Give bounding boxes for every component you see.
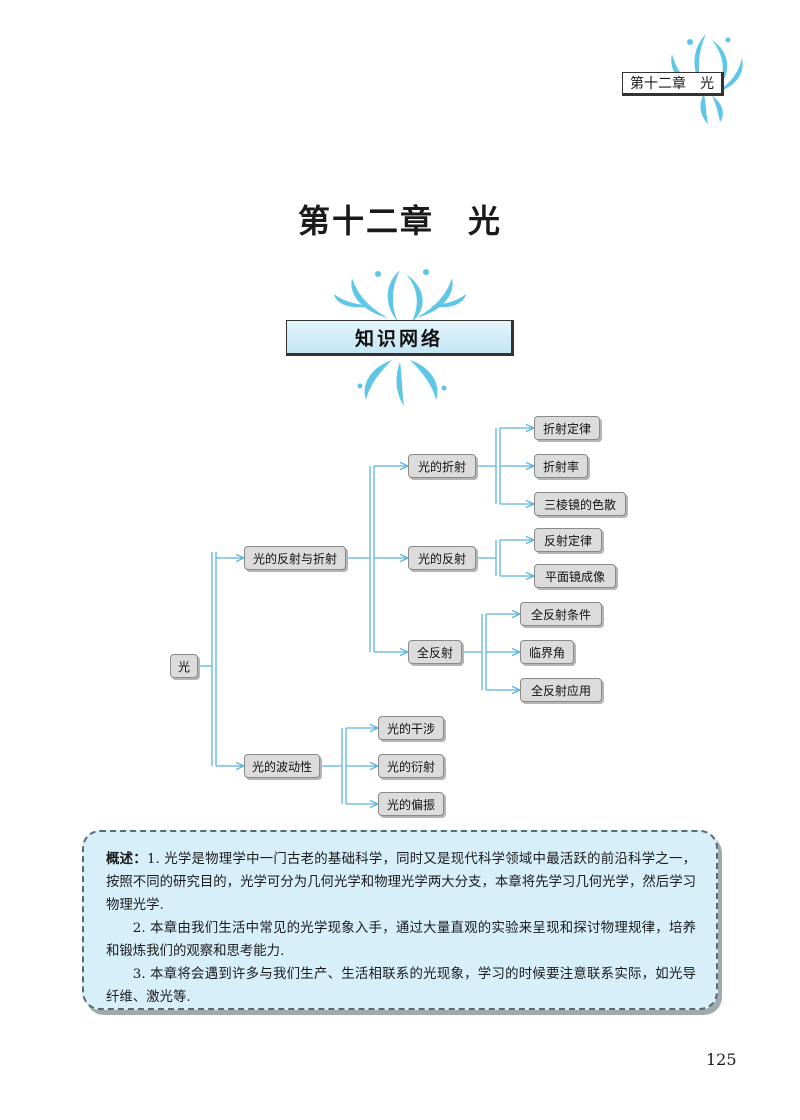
summary-text-1: 1. 光学是物理学中一门古老的基础科学，同时又是现代科学领域中最活跃的前沿科学之…	[106, 852, 697, 913]
node-total-reflection: 全反射	[408, 640, 462, 664]
node-prism-dispersion: 三棱镜的色散	[534, 492, 626, 516]
node-interference: 光的干涉	[378, 716, 444, 740]
node-total-reflection-condition: 全反射条件	[520, 602, 602, 626]
summary-paragraph-2: 2. 本章由我们生活中常见的光学现象入手，通过大量直观的实验来呈现和探讨物理规律…	[106, 921, 696, 959]
node-reflection: 光的反射	[408, 546, 476, 570]
summary-box: 概述：1. 光学是物理学中一门古老的基础科学，同时又是现代科学领域中最活跃的前沿…	[82, 830, 718, 1010]
node-plane-mirror: 平面镜成像	[534, 564, 616, 588]
node-refraction-law: 折射定律	[534, 416, 600, 440]
node-root-light: 光	[170, 654, 198, 678]
node-total-reflection-application: 全反射应用	[520, 678, 602, 702]
node-critical-angle: 临界角	[520, 640, 574, 664]
summary-label: 概述：	[106, 852, 147, 867]
node-reflection-law: 反射定律	[534, 528, 602, 552]
summary-paragraph-3: 3. 本章将会遇到许多与我们生产、生活相联系的光现象，学习的时候要注意联系实际，…	[106, 967, 696, 1005]
section-banner: 知识网络	[286, 320, 514, 356]
node-refraction: 光的折射	[408, 454, 476, 478]
node-wave-nature: 光的波动性	[244, 754, 320, 778]
node-polarization: 光的偏振	[378, 792, 444, 816]
node-reflection-refraction: 光的反射与折射	[244, 546, 346, 570]
running-header-tag: 第十二章 光	[622, 72, 724, 96]
page-number: 125	[706, 1050, 737, 1069]
summary-paragraph-1: 概述：1. 光学是物理学中一门古老的基础科学，同时又是现代科学领域中最活跃的前沿…	[106, 848, 696, 917]
node-diffraction: 光的衍射	[378, 754, 444, 778]
flourish-ornament-section	[334, 269, 466, 406]
chapter-title: 第十二章 光	[297, 202, 502, 240]
node-refractive-index: 折射率	[534, 454, 588, 478]
